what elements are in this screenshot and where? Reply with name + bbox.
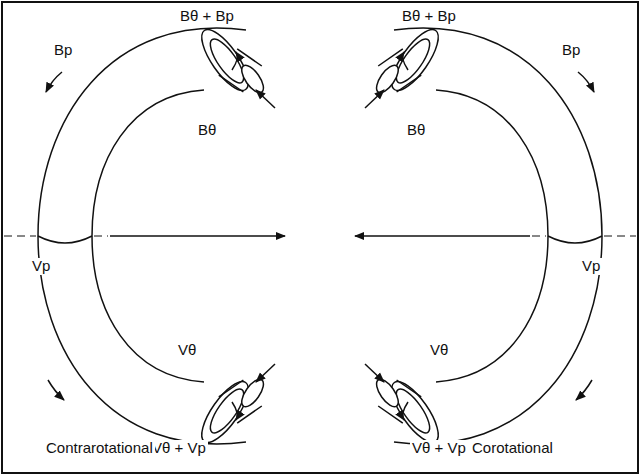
velocity-label: Vp — [30, 258, 52, 275]
axis-arrow — [355, 235, 530, 237]
corotational-torus — [365, 23, 602, 449]
contrarotational-torus — [38, 23, 275, 449]
field-label: Bp — [52, 42, 74, 59]
field-label: Bθ — [405, 122, 427, 139]
panel-caption: Contrarotational — [44, 440, 155, 457]
velocity-label: Vθ — [176, 342, 198, 359]
velocity-label: Vp — [580, 258, 602, 275]
field-label: Bθ + Bp — [400, 8, 458, 25]
velocity-label: Vθ + Vp — [410, 440, 468, 457]
field-label: Bθ + Bp — [178, 8, 236, 25]
velocity-label: Vθ — [428, 342, 450, 359]
field-label: Bθ — [196, 122, 218, 139]
velocity-label: Vθ + Vp — [150, 440, 208, 457]
axis-arrow — [110, 235, 285, 237]
panel-caption: Corotational — [470, 440, 555, 457]
field-label: Bp — [560, 42, 582, 59]
